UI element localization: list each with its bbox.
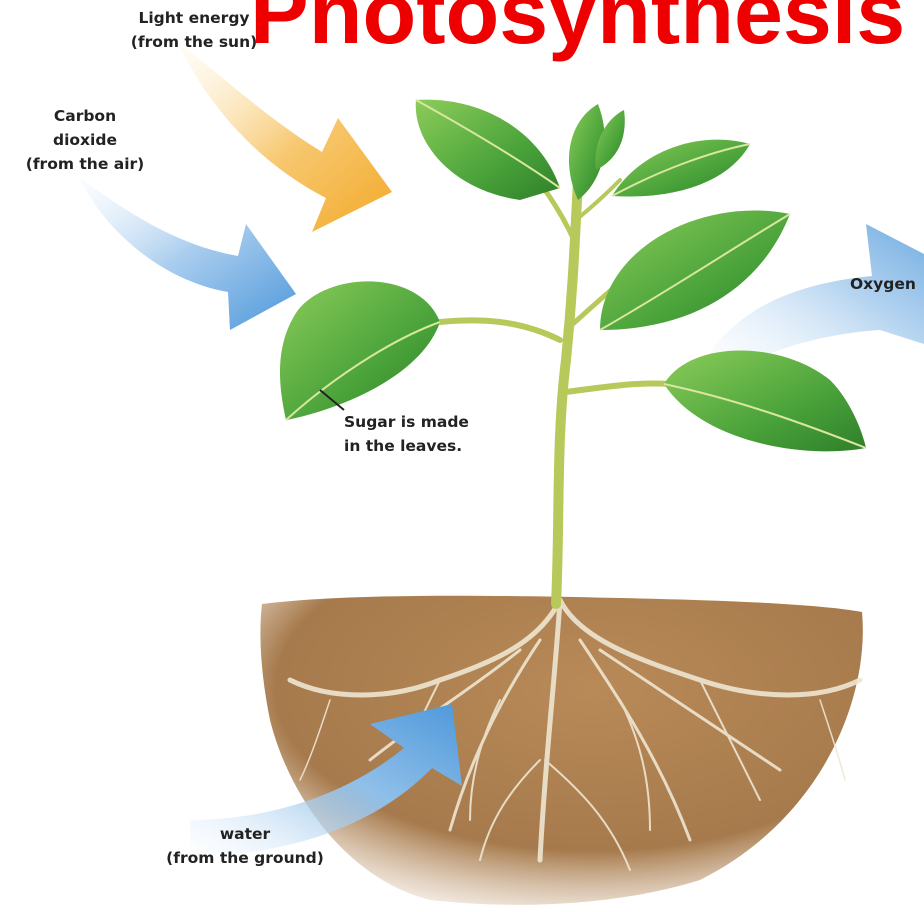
carbon-dioxide-arrow	[78, 176, 296, 330]
sugar-label: Sugar is made in the leaves.	[344, 410, 494, 458]
light-energy-line-1: Light energy	[106, 6, 282, 30]
leaf-left	[280, 281, 440, 420]
carbon-dioxide-line-2: dioxide	[10, 128, 160, 152]
water-line-2: (from the ground)	[150, 846, 340, 870]
stem	[440, 160, 670, 604]
carbon-dioxide-label: Carbon dioxide (from the air)	[10, 104, 160, 176]
light-energy-label: Light energy (from the sun)	[106, 6, 282, 54]
carbon-dioxide-line-3: (from the air)	[10, 152, 160, 176]
light-energy-arrow	[176, 40, 392, 232]
oxygen-label: Oxygen	[850, 272, 924, 296]
diagram-title: Photosynthesis	[250, 0, 924, 64]
sugar-line-1: Sugar is made	[344, 410, 494, 434]
soil	[260, 596, 862, 905]
oxygen-text: Oxygen	[850, 272, 924, 296]
sugar-line-2: in the leaves.	[344, 434, 494, 458]
light-energy-line-2: (from the sun)	[106, 30, 282, 54]
leaf-top-left	[416, 100, 560, 200]
water-label: water (from the ground)	[150, 822, 340, 870]
carbon-dioxide-line-1: Carbon	[10, 104, 160, 128]
water-line-1: water	[150, 822, 340, 846]
